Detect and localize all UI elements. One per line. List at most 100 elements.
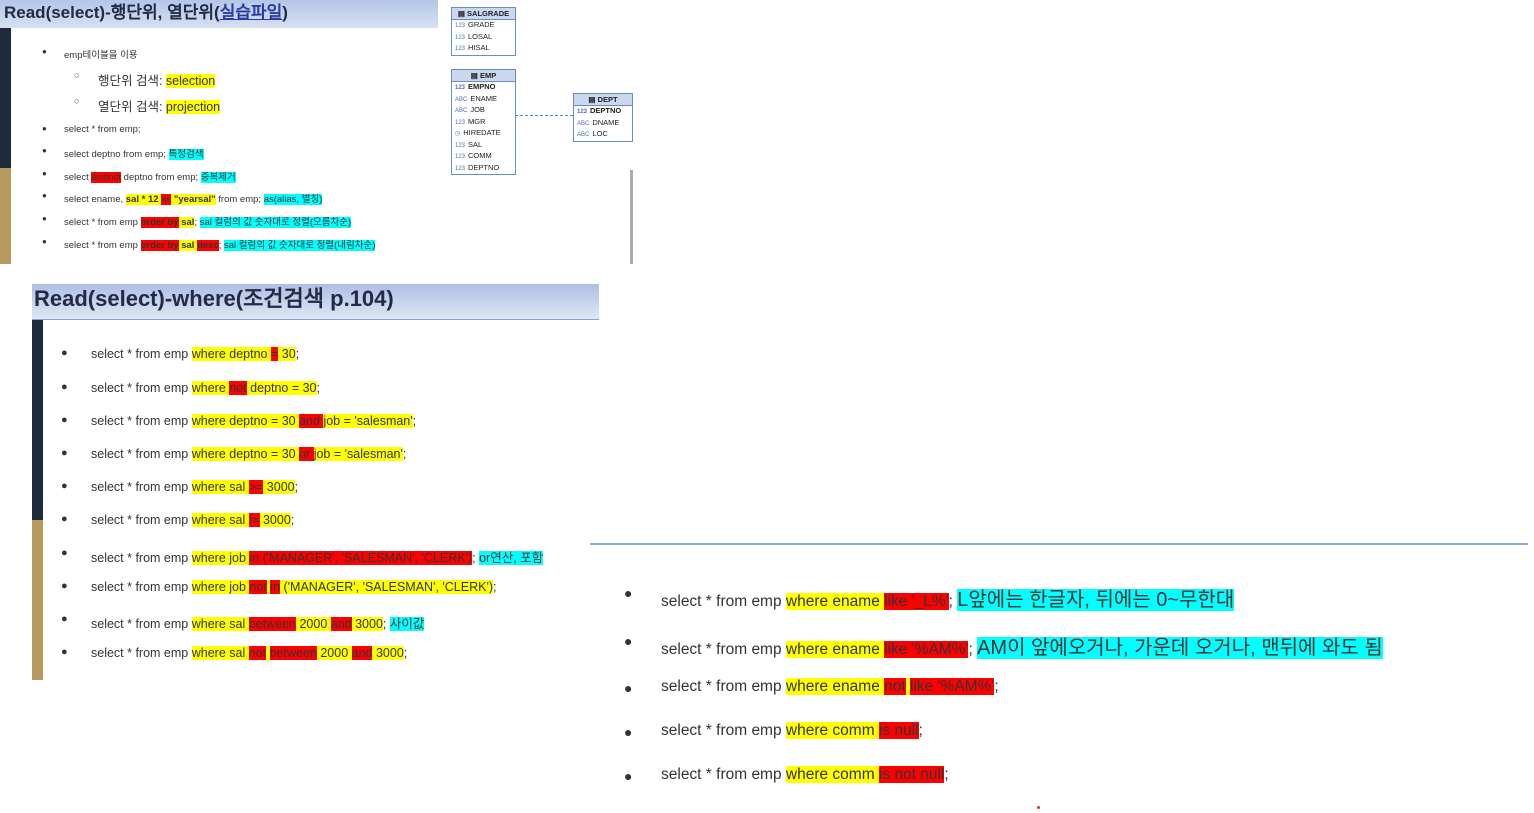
slide1-divider (630, 170, 633, 264)
where-line: ●select * from emp where sal not between… (61, 646, 407, 660)
type-icon: 123 (455, 23, 466, 29)
bullet-icon: ● (624, 768, 633, 784)
slide3-top-rule (590, 543, 1528, 545)
code-text: select ename, (64, 194, 126, 205)
note-highlight: sal 컬럼의 값 숫자대로 정렬(내림차순) (224, 240, 376, 251)
highlight-projection: projection (165, 100, 221, 114)
code-text: ; (948, 593, 958, 610)
expr-highlight: where sal (191, 513, 249, 527)
bullet-icon: ● (61, 580, 68, 592)
slide1-bullet-order-desc: ●select * from emp order by sal desc; sa… (42, 237, 376, 251)
keyword-highlight: like '%AM%' (884, 641, 969, 658)
keyword-highlight: order by (140, 240, 179, 251)
column-name: DNAME (592, 117, 620, 127)
column-name: EMPNO (468, 82, 496, 91)
expr-highlight: sal (178, 217, 195, 228)
expr-highlight: where deptno (191, 347, 271, 361)
practice-file-link[interactable]: 실습파일 (219, 3, 283, 22)
keyword-highlight: desc (197, 240, 219, 251)
bullet-icon: ● (61, 646, 68, 658)
code-text: select * from emp (91, 414, 192, 428)
code-text: select * from emp (64, 240, 141, 251)
code-text: ; (295, 347, 300, 361)
slide2-side-bar-gold (32, 520, 43, 680)
expr-highlight: 2000 (295, 617, 331, 631)
keyword-highlight: in ('MANAGER', 'SALESMAN', 'CLERK') (249, 551, 473, 565)
code-text: ; (382, 617, 390, 631)
erd-table-name: SALGRADE (467, 9, 510, 18)
column-name: LOC (592, 129, 608, 138)
expr-highlight: where (191, 381, 230, 395)
expr-highlight: where deptno = 30 (191, 447, 300, 461)
slide1-title-close: ) (282, 3, 288, 22)
bullet-icon: ● (624, 680, 633, 696)
null-line: ●select * from emp where comm is not nul… (624, 766, 949, 784)
column-name: HIREDATE (463, 128, 501, 137)
note-highlight: or연산, 포함 (479, 551, 544, 565)
keyword-highlight: and (330, 617, 352, 631)
column-name: HISAL (468, 43, 490, 52)
where-line: ●select * from emp where deptno = 30; (61, 347, 300, 361)
keyword-highlight: >= (248, 480, 264, 494)
expr-highlight: where deptno = 30 (191, 414, 300, 428)
column-name: JOB (470, 105, 485, 114)
keyword-highlight: like '_L%' (884, 593, 949, 610)
bullet-icon: ● (61, 613, 68, 625)
sub-bullet-icon: ○ (74, 96, 80, 106)
code-text: select * from emp (91, 513, 192, 527)
code-text: ; (412, 414, 417, 428)
where-line: ●select * from emp where sal between 200… (61, 613, 425, 632)
bullet-icon: ● (61, 480, 68, 492)
slide1-side-bar-gold (0, 168, 11, 264)
keyword-highlight: not (229, 381, 247, 395)
bullet-icon: ● (61, 447, 68, 459)
bullet-icon: ● (624, 633, 633, 649)
expr-highlight: sal * 12 (125, 194, 162, 205)
like-line: ●select * from emp where ename like '%AM… (624, 631, 1383, 660)
slide-select-row-column: Read(select)-행단위, 열단위(실습파일) ●emp테이블을 이용 … (0, 0, 638, 264)
code-text: ; (402, 447, 407, 461)
type-icon: 123 (455, 85, 466, 91)
type-icon: 123 (455, 154, 466, 160)
expr-highlight: sal (178, 240, 198, 251)
code-text: ; (994, 678, 999, 695)
column-name: DEPTNO (590, 106, 622, 115)
bullet-icon: ● (42, 146, 47, 155)
expr-highlight: where ename (785, 641, 885, 658)
erd-column: ◷HIREDATE (452, 128, 515, 140)
bullet-icon: ● (42, 237, 47, 246)
stray-mark (1037, 806, 1040, 809)
where-line: ●select * from emp where job in ('MANAGE… (61, 547, 544, 566)
type-icon: ABC (455, 96, 468, 103)
bullet-icon: ● (42, 47, 47, 56)
type-icon: 123 (455, 46, 466, 52)
table-icon: ▤ (457, 9, 468, 18)
bullet-text: 열단위 검색: (98, 100, 166, 114)
slide2-side-bar-dark (32, 320, 43, 520)
sub-bullet-icon: ○ (74, 70, 80, 80)
expr-highlight (266, 646, 270, 660)
code-text: ; (944, 766, 949, 783)
where-line: ●select * from emp where sal != 3000; (61, 513, 294, 527)
bullet-text: 행단위 검색: (98, 74, 166, 88)
expr-highlight: where ename (785, 593, 885, 610)
type-icon: 123 (455, 119, 466, 126)
expr-highlight: ('MANAGER', 'SALESMAN', 'CLERK') (280, 580, 494, 594)
code-text: select * from emp (91, 646, 192, 660)
expr-highlight: where sal (191, 617, 249, 631)
keyword-highlight: distinct (91, 172, 122, 183)
expr-highlight: 3000 (263, 480, 295, 494)
erd-table-name: DEPT (597, 95, 618, 104)
expr-highlight (266, 580, 271, 594)
erd-table-header: ▤ SALGRADE (452, 8, 515, 20)
keyword-highlight: order by (140, 217, 179, 228)
